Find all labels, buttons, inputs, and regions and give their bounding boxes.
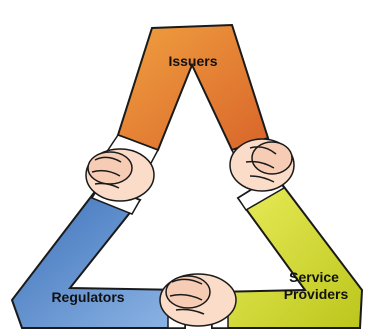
regulators-arm xyxy=(10,183,186,329)
handshake-left xyxy=(85,148,155,202)
regulators-label: Regulators xyxy=(51,289,124,305)
handshake-right xyxy=(229,138,295,192)
issuers-arm xyxy=(116,23,270,152)
handshake-bottom xyxy=(159,273,237,327)
service-providers-label: Service Providers xyxy=(284,269,349,302)
issuers-label: Issuers xyxy=(168,53,217,69)
